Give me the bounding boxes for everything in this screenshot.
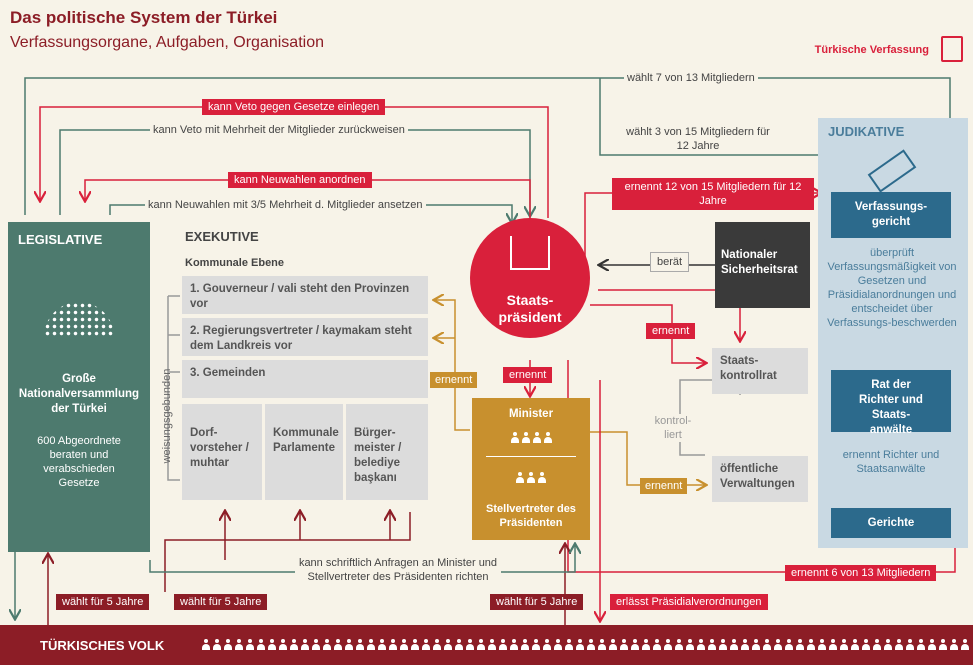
legislative-header: LEGISLATIVE: [18, 232, 103, 247]
minister-divider: [486, 456, 576, 457]
court-desc: überprüft Verfassungsmäßigkeit von Geset…: [827, 247, 957, 329]
people-icons: [200, 637, 970, 655]
people-bar: TÜRKISCHES VOLK: [0, 625, 973, 665]
exec-item-2: 2. Regierungsvertreter / kaymakam steht …: [182, 318, 428, 356]
executive-header: EXEKUTIVE: [185, 229, 259, 244]
staatskontrollrat: Staats-kontrollrat: [712, 348, 808, 394]
label-waehlt5-b: wählt für 5 Jahre: [174, 594, 268, 610]
minister-box: Minister Stellvertreter des Präsidenten: [472, 398, 590, 540]
label-waehlt5-a: wählt für 5 Jahre: [56, 594, 150, 610]
legislative-name: Große Nationalversammlung der Türkei: [18, 373, 140, 415]
page-title: Das politische System der Türkei: [10, 8, 278, 27]
judicative-panel: JUDIKATIVE: [818, 118, 968, 548]
legislative-panel: LEGISLATIVE Große Nationalversammlung de…: [8, 222, 150, 552]
podium-icon: [510, 236, 550, 270]
ernennt-red: ernennt: [503, 367, 553, 383]
label-waehlt5-c: wählt für 5 Jahre: [490, 594, 584, 610]
exec-sub-3: Bürger-meister / belediye başkanı: [346, 404, 428, 500]
book-icon: [941, 36, 963, 62]
label-ernennt12: ernennt 12 von 15 Mitgliedern für 12 Jah…: [612, 178, 814, 210]
exec-sub-1: Dorf-vorsteher / muhtar: [182, 404, 262, 500]
legislative-desc: 600 Abgeordnete beraten und verabschiede…: [37, 435, 121, 489]
exec-sub-2: Kommunale Parlamente: [265, 404, 343, 500]
label-waehlt7: wählt 7 von 13 Mitgliedern: [624, 71, 758, 85]
oeffentliche-verwaltungen: öffentliche Verwaltungen: [712, 456, 808, 502]
minister-people-icon: [472, 430, 590, 448]
judicative-header: JUDIKATIVE: [828, 124, 905, 139]
president-circle: Staats-präsident: [470, 218, 590, 338]
label-beraet: berät: [650, 252, 690, 272]
label-kontrolliert: kontrol-liert: [645, 414, 701, 442]
ernennt-gold2: ernennt: [640, 478, 688, 494]
label-erlaesst: erlässt Präsidialverordnungen: [610, 594, 768, 610]
security-council: Nationaler Sicherheitsrat: [715, 222, 810, 308]
president-name: Staats-präsident: [498, 292, 562, 325]
ernennt-gold: ernennt: [430, 372, 478, 388]
gavel-icon: [867, 149, 917, 193]
ernennt-mid: ernennt: [646, 323, 696, 339]
minister-title: Minister: [508, 408, 554, 420]
exec-item-1: 1. Gouverneur / vali steht den Provinzen…: [182, 276, 428, 314]
executive-level: Kommunale Ebene: [185, 257, 285, 269]
label-anfragen: kann schriftlich Anfragen an Minister un…: [295, 556, 501, 584]
parliament-icon: [44, 302, 114, 338]
deputy-people-icon: [472, 470, 590, 488]
constitution-label: Türkische Verfassung: [814, 44, 929, 56]
label-veto-red: kann Veto gegen Gesetze einlegen: [202, 99, 386, 115]
label-waehlt3: wählt 3 von 15 Mitgliedern für 12 Jahre: [620, 125, 776, 153]
council-desc: ernennt Richter und Staatsanwälte: [842, 449, 940, 475]
court-box: Verfassungs-gericht: [831, 192, 951, 238]
label-neuwahl-red: kann Neuwahlen anordnen: [228, 172, 372, 188]
courts-box: Gerichte: [831, 508, 951, 538]
stellvertreter-label: Stellvertreter des Präsidenten: [486, 503, 576, 529]
page-subtitle: Verfassungsorgane, Aufgaben, Organisatio…: [10, 34, 324, 51]
council-box: Rat der Richter und Staats-anwälte: [831, 370, 951, 436]
label-neuwahl-gray: kann Neuwahlen mit 3/5 Mehrheit d. Mitgl…: [145, 198, 426, 212]
people-label: TÜRKISCHES VOLK: [40, 638, 165, 653]
exec-item-3: 3. Gemeinden: [182, 360, 428, 398]
weisung-label: weisungsgebunden: [161, 368, 173, 464]
label-veto-gray: kann Veto mit Mehrheit der Mitglieder zu…: [150, 123, 408, 137]
label-ernennt6: ernennt 6 von 13 Mitgliedern: [785, 565, 937, 581]
